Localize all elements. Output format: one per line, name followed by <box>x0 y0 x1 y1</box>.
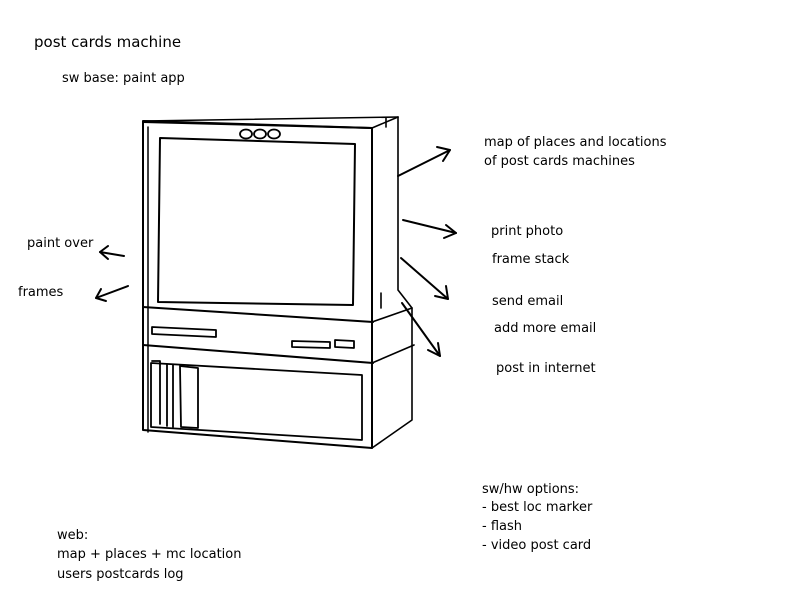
label-frames: frames <box>18 285 64 300</box>
label-add-more-email: add more email <box>494 321 597 336</box>
label-send-email: send email <box>492 294 564 309</box>
divider-lower <box>143 345 373 363</box>
card-slot <box>152 327 216 337</box>
print-slot <box>292 341 330 348</box>
machine-screen <box>158 138 355 305</box>
option-item: - flash <box>482 519 522 534</box>
options-heading: sw/hw options: <box>482 482 580 497</box>
option-item: - best loc marker <box>482 500 593 515</box>
bottom-tray <box>151 363 362 440</box>
machine-front <box>143 121 372 448</box>
label-map-line2: of post cards machines <box>484 154 635 169</box>
label-post-in-internet: post in internet <box>496 361 596 376</box>
web-heading: web: <box>57 528 89 543</box>
label-paint-over: paint over <box>27 236 94 251</box>
arrow-print-photo <box>403 220 456 238</box>
arrow-frame-stack <box>401 258 448 299</box>
web-line-1: map + places + mc location <box>57 547 242 562</box>
option-item: - video post card <box>482 538 592 553</box>
arrow-paint-over <box>100 246 124 259</box>
machine-side <box>143 117 414 448</box>
page-title: post cards machine <box>34 33 182 51</box>
frame-stack-slots <box>152 361 198 428</box>
divider-upper <box>143 307 373 322</box>
arrow-send-email <box>402 303 440 356</box>
arrow-map <box>398 147 450 176</box>
label-map-line1: map of places and locations <box>484 135 667 150</box>
label-print-photo: print photo <box>491 224 564 239</box>
web-line-2: users postcards log <box>57 567 184 582</box>
arrow-frames <box>96 286 128 301</box>
subtitle: sw base: paint app <box>62 71 185 86</box>
label-frame-stack: frame stack <box>492 252 570 267</box>
button-slot <box>335 340 354 348</box>
camera-lenses <box>240 130 280 139</box>
